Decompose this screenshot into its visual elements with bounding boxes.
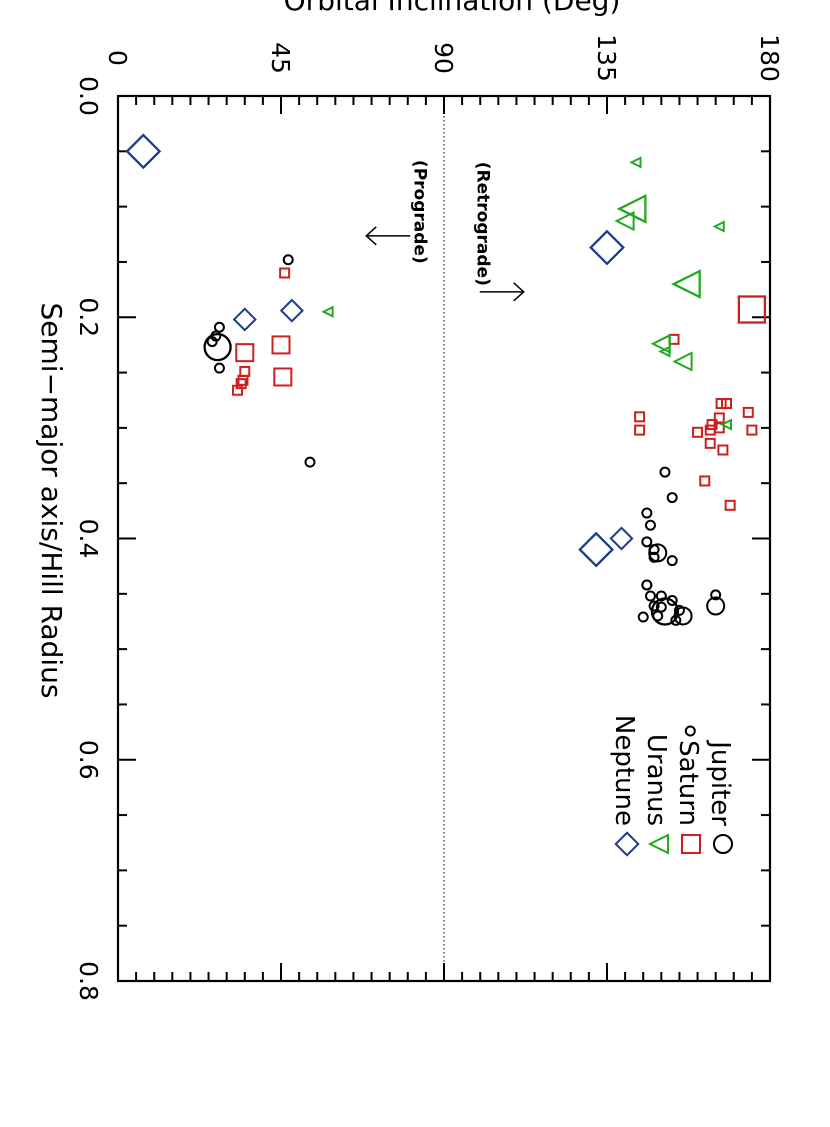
legend-entry-uranus: Uranus bbox=[641, 734, 671, 826]
legend: Jupiter Saturn Uranus Neptune bbox=[609, 715, 735, 826]
y-tick-label: 45 bbox=[266, 42, 295, 74]
saturn-point bbox=[692, 426, 704, 438]
jupiter-point bbox=[670, 614, 682, 626]
saturn-point bbox=[239, 365, 251, 377]
legend-symbol-uranus bbox=[647, 833, 669, 855]
legend-entry-saturn: Saturn bbox=[673, 740, 703, 826]
jupiter-point bbox=[641, 507, 653, 519]
neptune-point bbox=[125, 133, 162, 170]
saturn-point bbox=[721, 398, 733, 410]
jupiter-point bbox=[666, 492, 678, 504]
jupiter-point bbox=[641, 536, 653, 548]
annotation-prograde: (Prograde) bbox=[409, 160, 429, 264]
saturn-point bbox=[706, 419, 718, 431]
jupiter-point bbox=[684, 725, 696, 737]
annotation-retrograde: (Retrograde) bbox=[473, 162, 493, 286]
x-tick-label: 0.8 bbox=[74, 961, 103, 1001]
saturn-point bbox=[737, 295, 767, 324]
jupiter-point bbox=[644, 519, 656, 531]
jupiter-point bbox=[655, 590, 667, 602]
y-tick-label: 180 bbox=[755, 34, 784, 82]
jupiter-point bbox=[637, 611, 649, 623]
data-marks bbox=[125, 133, 767, 857]
x-tick-label: 0.0 bbox=[74, 76, 103, 116]
jupiter-point bbox=[282, 254, 294, 266]
neptune-point bbox=[279, 298, 304, 323]
saturn-point bbox=[742, 406, 754, 418]
jupiter-point bbox=[710, 589, 722, 601]
legend-entry-jupiter: Jupiter bbox=[705, 739, 735, 826]
jupiter-point bbox=[652, 610, 664, 622]
saturn-point bbox=[699, 475, 711, 487]
saturn-point bbox=[704, 437, 716, 449]
jupiter-point bbox=[655, 601, 667, 613]
legend-symbol-neptune bbox=[614, 831, 640, 857]
x-tick-label: 0.2 bbox=[74, 297, 103, 337]
x-tick-label: 0.4 bbox=[74, 519, 103, 559]
saturn-point bbox=[717, 444, 729, 456]
uranus-point bbox=[712, 220, 725, 233]
jupiter-point bbox=[644, 590, 656, 602]
annotation-arrows bbox=[365, 226, 525, 302]
saturn-point bbox=[279, 267, 291, 279]
saturn-point bbox=[634, 411, 646, 423]
uranus-point bbox=[672, 351, 693, 372]
saturn-point bbox=[713, 422, 725, 434]
jupiter-point bbox=[659, 466, 671, 478]
arrow-prograde-head bbox=[365, 226, 377, 246]
legend-symbol-saturn bbox=[681, 834, 701, 854]
uranus-point bbox=[719, 418, 733, 431]
jupiter-point bbox=[210, 330, 222, 342]
x-axis-title: Semi−major axis/Hill Radius bbox=[35, 303, 68, 699]
saturn-point bbox=[746, 424, 758, 436]
uranus-point bbox=[671, 269, 701, 299]
arrow-retrograde-head bbox=[513, 282, 525, 302]
uranus-point bbox=[658, 345, 671, 358]
neptune-point bbox=[578, 531, 615, 568]
jupiter-point bbox=[213, 321, 225, 333]
saturn-point bbox=[668, 333, 680, 345]
jupiter-point bbox=[666, 594, 678, 606]
jupiter-point bbox=[673, 604, 685, 616]
y-tick-label: 0 bbox=[103, 50, 132, 66]
neptune-point bbox=[589, 229, 625, 266]
jupiter-point bbox=[213, 362, 225, 374]
x-tick-label: 0.6 bbox=[74, 740, 103, 780]
y-axis-title: Orbital Inclination (Deg) bbox=[284, 0, 621, 17]
jupiter-point bbox=[706, 596, 726, 616]
axis-ticks: 0.0 0.2 0.4 0.6 0.8 0 45 90 135 180 bbox=[74, 34, 784, 1001]
jupiter-point bbox=[666, 555, 678, 567]
uranus-point bbox=[614, 210, 635, 232]
saturn-point bbox=[273, 367, 293, 387]
y-tick-label: 135 bbox=[592, 34, 621, 82]
uranus-point bbox=[629, 156, 642, 169]
jupiter-point bbox=[648, 551, 660, 563]
neptune-point bbox=[232, 307, 257, 332]
jupiter-point bbox=[304, 456, 316, 468]
legend-entry-neptune: Neptune bbox=[609, 715, 639, 826]
uranus-point bbox=[650, 333, 671, 354]
saturn-point bbox=[271, 335, 291, 355]
saturn-point bbox=[724, 499, 736, 511]
saturn-point bbox=[232, 384, 244, 396]
saturn-point bbox=[235, 343, 255, 363]
jupiter-point bbox=[641, 579, 653, 591]
neptune-point bbox=[609, 526, 634, 551]
jupiter-point bbox=[203, 332, 232, 362]
saturn-point bbox=[634, 424, 646, 436]
jupiter-point bbox=[648, 600, 660, 612]
legend-symbol-jupiter bbox=[713, 834, 733, 854]
y-tick-label: 90 bbox=[429, 42, 458, 74]
uranus-point bbox=[616, 193, 647, 224]
uranus-point bbox=[321, 305, 334, 318]
